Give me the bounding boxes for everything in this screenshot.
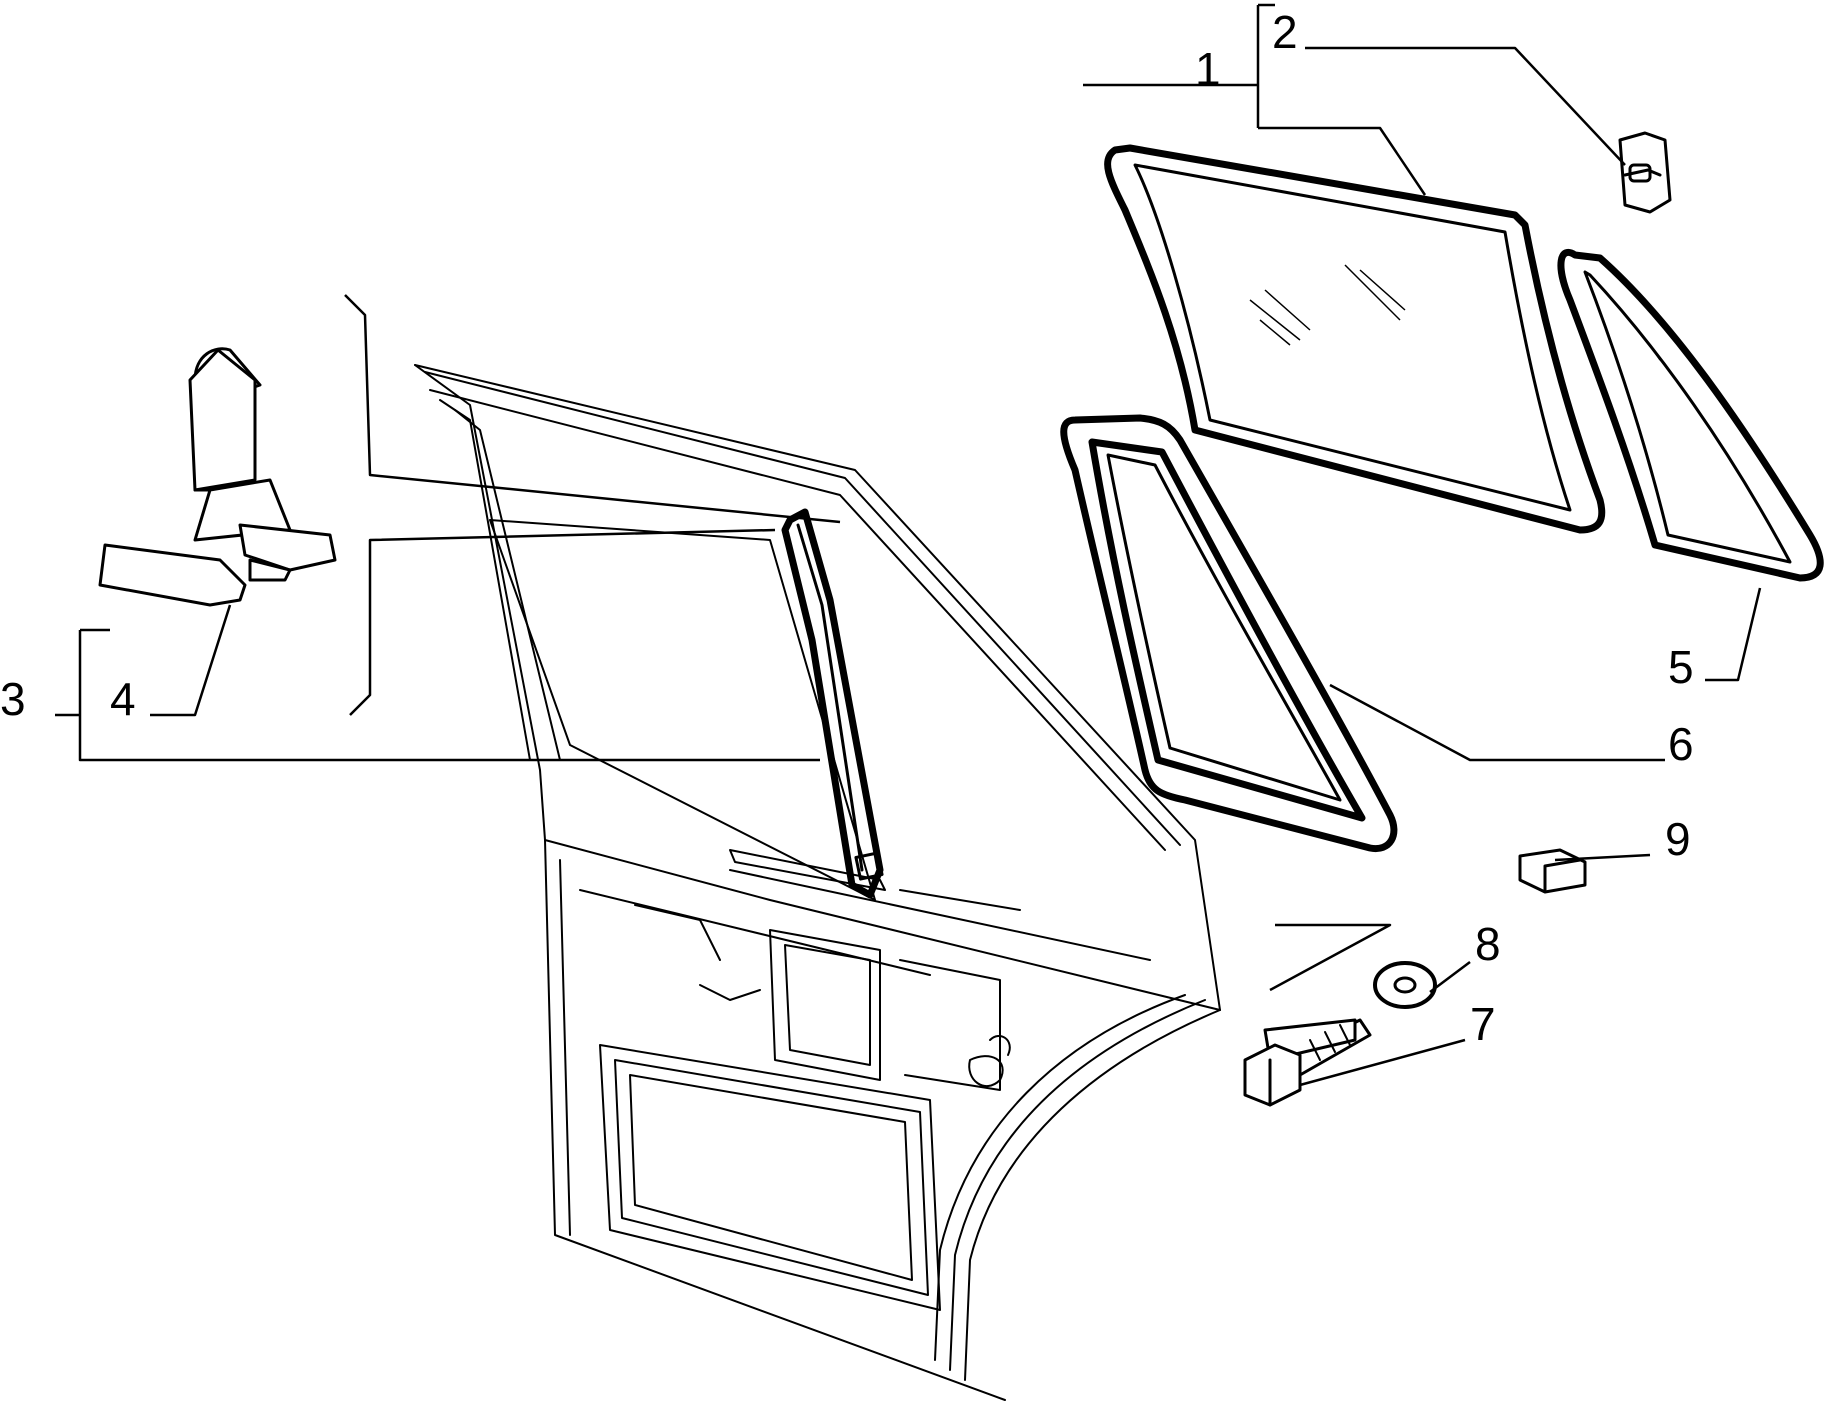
rear-door-panel bbox=[414, 364, 1221, 1401]
callout-7: 7 bbox=[1470, 998, 1496, 1050]
leader-lines bbox=[55, 3, 1762, 1087]
quarter-glass bbox=[1557, 249, 1824, 582]
bolt bbox=[1243, 1018, 1372, 1107]
callout-8: 8 bbox=[1475, 918, 1501, 970]
callout-labels: 1 2 3 4 5 6 7 8 9 bbox=[0, 6, 1694, 1050]
washer bbox=[1373, 961, 1437, 1009]
window-division-channel bbox=[781, 508, 884, 899]
callout-3: 3 bbox=[0, 673, 26, 725]
callout-1: 1 bbox=[1195, 43, 1221, 95]
callout-9: 9 bbox=[1665, 813, 1691, 865]
clip-part bbox=[98, 347, 337, 607]
glass-seal bbox=[1060, 414, 1398, 853]
callout-4: 4 bbox=[110, 673, 136, 725]
callout-6: 6 bbox=[1668, 718, 1694, 770]
retaining-clip bbox=[1618, 131, 1672, 214]
fixed-rear-glass bbox=[1104, 144, 1606, 534]
callout-2: 2 bbox=[1272, 6, 1298, 58]
callout-5: 5 bbox=[1668, 641, 1694, 693]
bracket-clip bbox=[1518, 848, 1587, 894]
